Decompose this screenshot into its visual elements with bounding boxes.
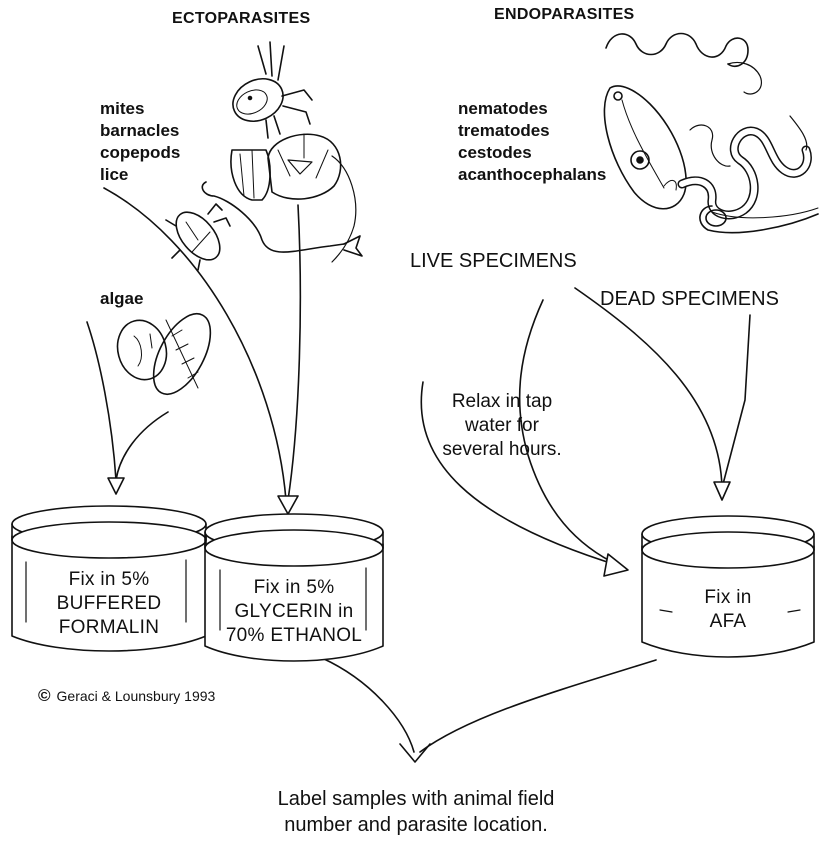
arrow-ecto-to-glycerin	[103, 187, 302, 515]
nematode-drawing	[605, 32, 762, 95]
label-samples-instruction: Label samples with animal field number a…	[277, 788, 555, 836]
jar-formalin	[11, 505, 207, 652]
jar-glycerin	[204, 513, 384, 662]
mite-drawing	[232, 41, 313, 139]
louse-drawing	[165, 203, 231, 271]
arrow-dead-to-afa	[574, 287, 751, 501]
formalin-jar-label: Fix in 5% BUFFERED FORMALIN	[56, 569, 162, 638]
algae-label: algae	[100, 289, 144, 308]
dead-specimens-label: DEAD SPECIMENS	[600, 288, 779, 310]
group-cestodes: cestodes	[458, 143, 532, 162]
relax-instruction: Relax in tap water for several hours.	[442, 391, 562, 460]
group-acanthocephalans: acanthocephalans	[458, 165, 607, 184]
group-copepods: copepods	[100, 143, 181, 162]
barnacles-drawing	[230, 133, 342, 201]
group-mites: mites	[100, 99, 145, 118]
group-barnacles: barnacles	[100, 121, 180, 140]
group-lice: lice	[100, 165, 129, 184]
algae-drawing	[116, 313, 212, 395]
copepod-drawing	[201, 155, 363, 263]
afa-jar-label: Fix in AFA	[704, 587, 752, 632]
ectoparasites-heading: ECTOPARASITES	[172, 10, 311, 27]
endoparasites-heading: ENDOPARASITES	[494, 6, 635, 23]
group-trematodes: trematodes	[458, 121, 550, 140]
copyright-icon: ©	[38, 686, 51, 705]
ectoparasite-groups: mites barnacles copepods lice	[100, 98, 180, 186]
endoparasite-groups: nematodes trematodes cestodes acanthocep…	[458, 98, 606, 186]
arrow-live-to-afa	[420, 299, 629, 577]
arrow-to-label-step	[321, 657, 657, 763]
copyright-text: Geraci & Lounsbury 1993	[56, 688, 216, 704]
group-nematodes: nematodes	[458, 99, 548, 118]
copyright-notice: © Geraci & Lounsbury 1993	[38, 686, 215, 706]
live-specimens-label: LIVE SPECIMENS	[410, 250, 577, 272]
arrow-algae-to-formalin	[86, 321, 169, 495]
trematode-drawing	[603, 85, 687, 210]
glycerin-jar-label: Fix in 5% GLYCERIN in 70% ETHANOL	[225, 577, 363, 646]
jar-afa	[641, 515, 815, 658]
acanthocephalan-drawing	[699, 205, 819, 234]
cestode-drawing	[677, 115, 812, 220]
